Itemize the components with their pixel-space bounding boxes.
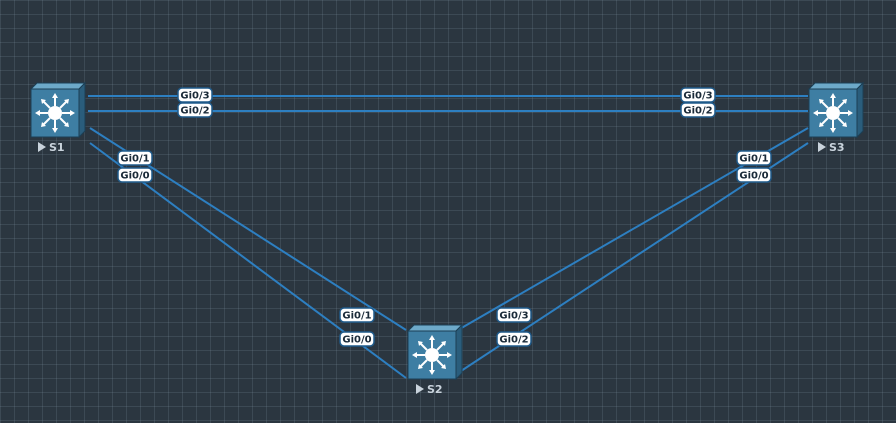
- node-label-s1: S1: [49, 141, 65, 154]
- port-label-s1-gi0-0-text: Gi0/0: [120, 171, 149, 182]
- port-label-s3-gi0-0-bg: [736, 167, 772, 183]
- port-label-s1-gi0-3[interactable]: Gi0/3: [177, 87, 213, 103]
- port-label-s3-gi0-3-text: Gi0/3: [683, 91, 712, 102]
- port-label-s3-gi0-2-bg: [680, 102, 716, 118]
- port-label-s2-gi0-3-bg: [496, 307, 532, 323]
- play-icon: [818, 142, 826, 152]
- port-label-s2-gi0-0[interactable]: Gi0/0: [339, 331, 375, 347]
- port-label-s2-gi0-2-text: Gi0/2: [499, 335, 528, 346]
- port-label-s3-gi0-3[interactable]: Gi0/3: [680, 87, 716, 103]
- node-s1[interactable]: S1: [29, 81, 87, 154]
- port-label-s2-gi0-1[interactable]: Gi0/1: [339, 307, 375, 323]
- multilayer-switch-icon: [807, 81, 865, 139]
- port-label-s1-gi0-1-text: Gi0/1: [120, 154, 149, 165]
- port-label-s3-gi0-0-text: Gi0/0: [739, 171, 768, 182]
- node-label-s3: S3: [829, 141, 845, 154]
- port-label-s1-gi0-0-bg: [117, 167, 153, 183]
- multilayer-switch-icon: [406, 323, 464, 381]
- multilayer-switch-icon: [29, 81, 87, 139]
- port-label-s2-gi0-3[interactable]: Gi0/3: [496, 307, 532, 323]
- port-label-s2-gi0-2[interactable]: Gi0/2: [496, 331, 532, 347]
- play-icon: [38, 142, 46, 152]
- port-label-s1-gi0-3-bg: [177, 87, 213, 103]
- port-label-s1-gi0-2-bg: [177, 102, 213, 118]
- port-label-s3-gi0-0[interactable]: Gi0/0: [736, 167, 772, 183]
- port-label-s1-gi0-1-bg: [117, 150, 153, 166]
- port-label-s1-gi0-3-text: Gi0/3: [180, 91, 209, 102]
- play-icon: [416, 384, 424, 394]
- port-label-s2-gi0-2-bg: [496, 331, 532, 347]
- port-label-s3-gi0-1-text: Gi0/1: [739, 154, 768, 165]
- port-label-s3-gi0-2[interactable]: Gi0/2: [680, 102, 716, 118]
- node-s3[interactable]: S3: [807, 81, 865, 154]
- port-label-s1-gi0-2-text: Gi0/2: [180, 106, 209, 117]
- node-label-s2: S2: [427, 383, 443, 396]
- port-label-s2-gi0-3-text: Gi0/3: [499, 311, 528, 322]
- port-label-s2-gi0-0-bg: [339, 331, 375, 347]
- node-s2[interactable]: S2: [406, 323, 464, 396]
- port-label-s3-gi0-3-bg: [680, 87, 716, 103]
- port-label-s2-gi0-1-text: Gi0/1: [342, 311, 371, 322]
- port-label-s2-gi0-0-text: Gi0/0: [342, 335, 371, 346]
- port-label-s3-gi0-1-bg: [736, 150, 772, 166]
- port-label-s1-gi0-2[interactable]: Gi0/2: [177, 102, 213, 118]
- port-label-s1-gi0-0[interactable]: Gi0/0: [117, 167, 153, 183]
- port-label-s2-gi0-1-bg: [339, 307, 375, 323]
- port-label-s3-gi0-1[interactable]: Gi0/1: [736, 150, 772, 166]
- port-label-s3-gi0-2-text: Gi0/2: [683, 106, 712, 117]
- port-label-s1-gi0-1[interactable]: Gi0/1: [117, 150, 153, 166]
